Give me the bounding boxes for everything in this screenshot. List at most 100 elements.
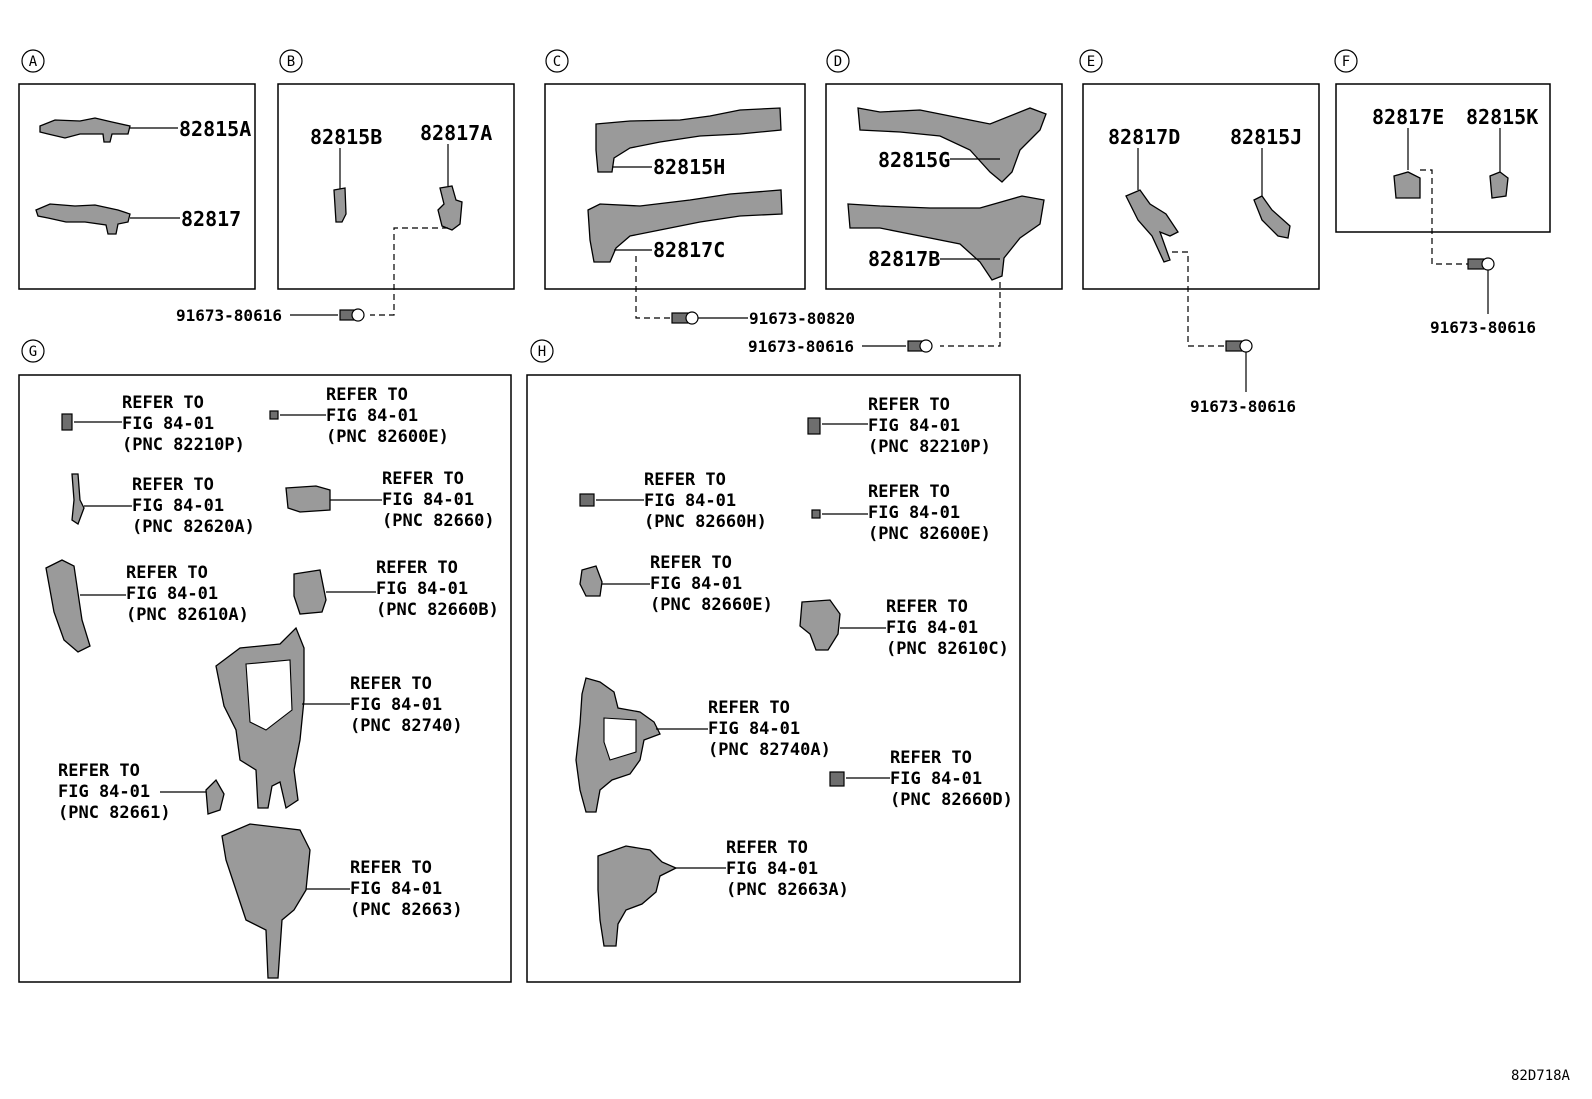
ref-h-82610c: REFER TO FIG 84-01 (PNC 82610C)	[799, 597, 1009, 659]
dash-leader-f	[1420, 169, 1468, 265]
section-letter-f: F	[1334, 49, 1358, 73]
ref-g-82600e: REFER TO FIG 84-01 (PNC 82600E)	[269, 385, 449, 447]
svg-text:91673-80616: 91673-80616	[1190, 397, 1296, 416]
ref-g-82660b: REFER TO FIG 84-01 (PNC 82660B)	[293, 558, 499, 620]
svg-text:(PNC 82663): (PNC 82663)	[350, 900, 463, 920]
svg-text:FIG 84-01: FIG 84-01	[326, 406, 418, 426]
svg-text:(PNC 82663A): (PNC 82663A)	[726, 880, 849, 900]
ref-h-82660h: REFER TO FIG 84-01 (PNC 82660H)	[579, 470, 767, 532]
svg-text:91673-80616: 91673-80616	[748, 337, 854, 356]
svg-text:FIG 84-01: FIG 84-01	[708, 719, 800, 739]
svg-text:82815K: 82815K	[1466, 105, 1538, 129]
section-box-e	[1082, 83, 1320, 290]
section-letter-g: G	[21, 339, 45, 363]
svg-text:B: B	[287, 54, 295, 70]
part-82815g: 82815G	[857, 107, 1047, 183]
part-82817c: 82817C	[587, 189, 783, 263]
figure-code: 82D718A	[1511, 1068, 1571, 1084]
svg-text:F: F	[1342, 54, 1350, 70]
svg-text:(PNC 82620A): (PNC 82620A)	[132, 517, 255, 537]
part-82815h: 82815H	[595, 107, 782, 179]
svg-text:82817C: 82817C	[653, 238, 725, 262]
svg-text:REFER TO: REFER TO	[382, 469, 464, 489]
ref-g-82660: REFER TO FIG 84-01 (PNC 82660)	[285, 469, 495, 531]
dash-leader-e	[1172, 251, 1226, 347]
svg-text:FIG 84-01: FIG 84-01	[122, 414, 214, 434]
svg-text:(PNC 82740A): (PNC 82740A)	[708, 740, 831, 760]
svg-text:82817D: 82817D	[1108, 125, 1180, 149]
section-box-h	[526, 374, 1021, 983]
svg-text:91673-80616: 91673-80616	[176, 306, 282, 325]
bolt-c: 91673-80820	[671, 309, 855, 328]
ref-h-82600e: REFER TO FIG 84-01 (PNC 82600E)	[811, 482, 991, 544]
section-box-g	[18, 374, 512, 983]
section-box-b	[277, 83, 515, 290]
part-82817: 82817	[35, 203, 241, 235]
svg-text:FIG 84-01: FIG 84-01	[376, 579, 468, 599]
svg-text:(PNC 82661): (PNC 82661)	[58, 803, 171, 823]
section-letter-c: C	[545, 49, 569, 73]
svg-text:(PNC 82210P): (PNC 82210P)	[122, 435, 245, 455]
svg-text:91673-80820: 91673-80820	[749, 309, 855, 328]
section-letter-h: H	[530, 339, 554, 363]
svg-text:91673-80616: 91673-80616	[1430, 318, 1536, 337]
svg-text:REFER TO: REFER TO	[58, 761, 140, 781]
svg-text:H: H	[538, 344, 546, 360]
svg-text:82817A: 82817A	[420, 121, 492, 145]
ref-h-82660d: REFER TO FIG 84-01 (PNC 82660D)	[829, 748, 1013, 810]
svg-text:82815A: 82815A	[179, 117, 251, 141]
svg-text:FIG 84-01: FIG 84-01	[58, 782, 150, 802]
section-box-f	[1335, 83, 1551, 233]
section-box-a	[18, 83, 256, 290]
svg-text:(PNC 82600E): (PNC 82600E)	[326, 427, 449, 447]
svg-text:82815G: 82815G	[878, 148, 950, 172]
svg-text:FIG 84-01: FIG 84-01	[650, 574, 742, 594]
ref-h-82210p: REFER TO FIG 84-01 (PNC 82210P)	[807, 395, 991, 457]
bolt-d: 91673-80616	[748, 337, 933, 356]
part-82817b: 82817B	[847, 195, 1045, 281]
ref-g-82663: REFER TO FIG 84-01 (PNC 82663)	[221, 823, 463, 979]
svg-text:FIG 84-01: FIG 84-01	[726, 859, 818, 879]
ref-h-82740a: REFER TO FIG 84-01 (PNC 82740A)	[575, 677, 831, 813]
section-letter-b: B	[279, 49, 303, 73]
svg-text:REFER TO: REFER TO	[644, 470, 726, 490]
svg-text:FIG 84-01: FIG 84-01	[890, 769, 982, 789]
svg-text:FIG 84-01: FIG 84-01	[350, 695, 442, 715]
svg-text:A: A	[29, 54, 38, 70]
svg-text:FIG 84-01: FIG 84-01	[132, 496, 224, 516]
part-82815j: 82815J	[1230, 125, 1302, 239]
section-letter-d: D	[826, 49, 850, 73]
svg-text:(PNC 82610A): (PNC 82610A)	[126, 605, 249, 625]
part-82815a: 82815A	[39, 117, 251, 143]
svg-text:82817: 82817	[181, 207, 241, 231]
svg-text:E: E	[1087, 54, 1095, 70]
svg-text:FIG 84-01: FIG 84-01	[886, 618, 978, 638]
ref-h-82663a: REFER TO FIG 84-01 (PNC 82663A)	[597, 838, 849, 947]
svg-text:REFER TO: REFER TO	[708, 698, 790, 718]
svg-text:REFER TO: REFER TO	[890, 748, 972, 768]
part-82817a: 82817A	[420, 121, 492, 231]
part-82817e: 82817E	[1372, 105, 1444, 199]
dash-leader-d	[940, 282, 1001, 347]
part-82815k: 82815K	[1466, 105, 1538, 199]
svg-text:REFER TO: REFER TO	[122, 393, 204, 413]
section-box-c	[544, 83, 806, 290]
svg-text:(PNC 82210P): (PNC 82210P)	[868, 437, 991, 457]
svg-text:82815J: 82815J	[1230, 125, 1302, 149]
svg-text:FIG 84-01: FIG 84-01	[382, 490, 474, 510]
section-letter-a: A	[21, 49, 45, 73]
ref-h-82660e: REFER TO FIG 84-01 (PNC 82660E)	[579, 553, 773, 615]
svg-text:(PNC 82600E): (PNC 82600E)	[868, 524, 991, 544]
svg-text:(PNC 82610C): (PNC 82610C)	[886, 639, 1009, 659]
svg-text:D: D	[834, 54, 842, 70]
svg-text:(PNC 82660H): (PNC 82660H)	[644, 512, 767, 532]
svg-text:REFER TO: REFER TO	[126, 563, 208, 583]
ref-g-82610a: REFER TO FIG 84-01 (PNC 82610A)	[45, 559, 249, 653]
svg-text:(PNC 82660): (PNC 82660)	[382, 511, 495, 531]
section-letter-e: E	[1079, 49, 1103, 73]
svg-text:FIG 84-01: FIG 84-01	[350, 879, 442, 899]
ref-g-82210p: REFER TO FIG 84-01 (PNC 82210P)	[61, 393, 245, 455]
svg-text:REFER TO: REFER TO	[350, 674, 432, 694]
svg-text:82815H: 82815H	[653, 155, 725, 179]
